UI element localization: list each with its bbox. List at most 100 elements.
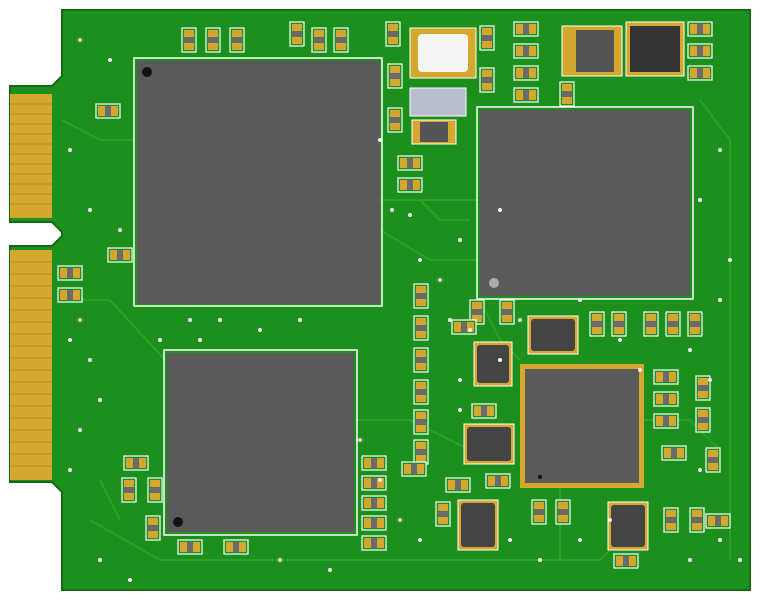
smd-passive <box>613 553 639 569</box>
smd-passive <box>145 515 161 541</box>
via <box>358 438 362 442</box>
via <box>578 298 582 302</box>
via <box>68 468 72 472</box>
smd-passive <box>435 501 451 527</box>
smd-passive <box>177 539 203 555</box>
via <box>458 378 462 382</box>
smd-passive <box>555 499 571 525</box>
via <box>218 318 222 322</box>
passive-components <box>57 21 731 569</box>
smd-passive <box>311 27 327 53</box>
smd-passive <box>513 65 539 81</box>
smd-passive <box>361 515 387 531</box>
via <box>718 298 722 302</box>
smd-passive <box>333 27 349 53</box>
smd-passive <box>413 439 429 465</box>
smd-passive <box>229 27 245 53</box>
inductor-5 <box>607 501 649 551</box>
smd-passive <box>705 447 721 473</box>
via <box>108 58 112 62</box>
smd-passive <box>689 507 705 533</box>
via <box>698 468 702 472</box>
via <box>88 358 92 362</box>
diode-package <box>411 119 457 145</box>
smd-passive <box>413 315 429 341</box>
via <box>618 338 622 342</box>
via <box>728 258 732 262</box>
via <box>278 558 282 562</box>
smd-passive <box>413 283 429 309</box>
smd-passive <box>687 21 713 37</box>
via <box>78 428 82 432</box>
smd-passive <box>397 155 423 171</box>
via <box>718 538 722 542</box>
smd-passive <box>479 67 495 93</box>
via <box>78 318 82 322</box>
bga-chip-memory-bottom <box>163 349 358 536</box>
smd-passive <box>385 21 401 47</box>
smd-passive <box>181 27 197 53</box>
via <box>328 568 332 572</box>
via <box>578 538 582 542</box>
via <box>498 208 502 212</box>
via <box>698 198 702 202</box>
via <box>708 378 712 382</box>
inductor-3 <box>463 423 515 465</box>
smd-passive <box>485 473 511 489</box>
smd-passive <box>361 495 387 511</box>
smd-passive <box>665 311 681 337</box>
smd-passive <box>661 445 687 461</box>
smd-passive <box>471 403 497 419</box>
via <box>418 258 422 262</box>
smd-passive <box>705 513 731 529</box>
bga-chip-memory-right <box>476 106 694 300</box>
via <box>458 408 462 412</box>
smd-passive <box>479 25 495 51</box>
smd-passive <box>663 507 679 533</box>
via <box>378 138 382 142</box>
smd-passive <box>687 311 703 337</box>
smd-passive <box>387 63 403 89</box>
via <box>398 518 402 522</box>
smd-passive <box>413 409 429 435</box>
smd-passive <box>123 455 149 471</box>
smd-passive <box>559 81 575 107</box>
smd-passive <box>643 311 659 337</box>
via <box>448 318 452 322</box>
qfn-chip-controller <box>520 364 644 488</box>
via <box>98 558 102 562</box>
smd-passive <box>289 21 305 47</box>
vias <box>68 38 742 582</box>
edge-connector-fingers-upper <box>10 94 52 218</box>
smd-crystal-small <box>409 87 467 117</box>
smd-passive <box>401 461 427 477</box>
via <box>378 478 382 482</box>
smd-passive <box>57 265 83 281</box>
via <box>608 518 612 522</box>
smd-passive <box>469 299 485 325</box>
via <box>508 538 512 542</box>
via <box>408 213 412 217</box>
smd-passive <box>653 413 679 429</box>
smd-passive <box>513 43 539 59</box>
via <box>538 558 542 562</box>
via <box>88 208 92 212</box>
via <box>738 558 742 562</box>
smd-passive <box>107 247 133 263</box>
via <box>98 398 102 402</box>
via <box>198 338 202 342</box>
smd-passive <box>121 477 137 503</box>
smd-passive <box>361 535 387 551</box>
smd-passive <box>695 375 711 401</box>
smd-passive <box>653 369 679 385</box>
smd-passive <box>687 43 713 59</box>
smd-passive <box>687 65 713 81</box>
smd-passive <box>413 347 429 373</box>
via <box>418 538 422 542</box>
smd-passive <box>387 107 403 133</box>
via <box>458 238 462 242</box>
smd-passive <box>361 455 387 471</box>
via <box>298 318 302 322</box>
via <box>78 38 82 42</box>
